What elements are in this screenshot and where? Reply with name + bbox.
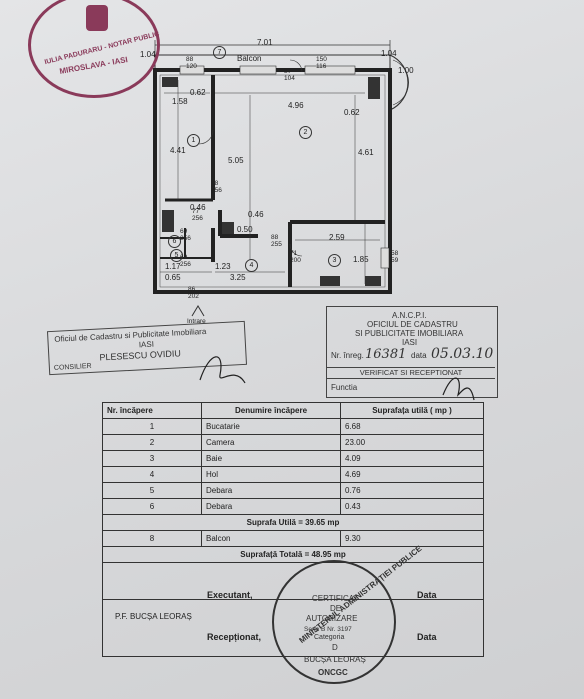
dim-71-200: 71 200	[290, 250, 301, 264]
dim-050: 0.50	[237, 225, 253, 234]
table-header: Nr. încăpere Denumire încăpere Suprafața…	[102, 402, 484, 419]
dim-505: 5.05	[228, 156, 244, 165]
room-2-number: 2	[299, 126, 312, 139]
dim-69-256a: 69 256	[180, 228, 191, 242]
dim-window-2: 150 116	[316, 56, 327, 70]
cadastru-line2: IASI	[138, 339, 155, 350]
ancpi-inreg-label: Nr. înreg.	[331, 351, 364, 360]
receptionat-data-label: Data	[417, 632, 437, 642]
dim-496: 4.96	[288, 101, 304, 110]
dim-86-202: 86 202	[188, 286, 199, 300]
balcony-number: 7	[213, 46, 226, 59]
dim-065: 0.65	[165, 273, 181, 282]
cadastru-line1: Oficiul de Cadastru si Publicitate Imobi…	[54, 326, 207, 344]
table-row: 6 Debara 0.43	[102, 498, 484, 515]
balcony-label: Balcon	[237, 54, 262, 63]
authorization-c3: AUTORIZARE	[306, 614, 358, 623]
floor-plan	[153, 40, 409, 317]
executant-label: Executant,	[207, 590, 253, 600]
executant-name: P.F. BUCȘA LEORAȘ	[115, 612, 192, 621]
authorization-c5: Categoria	[314, 634, 345, 641]
table-sum-utila: Suprafa Utilă = 39.65 mp	[102, 514, 484, 531]
header-name: Denumire încăpere	[201, 402, 341, 419]
dim-259: 2.59	[329, 233, 345, 242]
header-nr: Nr. încăpere	[102, 402, 202, 419]
dim-185: 1.85	[353, 255, 369, 264]
ancpi-inreg-value: 16381	[365, 347, 407, 362]
authorization-bottom: ONCGC	[318, 668, 348, 677]
ancpi-line3: SI PUBLICITATE IMOBILIARA	[355, 329, 464, 338]
ancpi-line4: IASI	[402, 338, 418, 347]
authorization-c2: DE	[330, 604, 342, 613]
dim-top-right: 1.04	[381, 49, 397, 58]
room-1-number: 1	[187, 134, 200, 147]
dim-046b: 0.46	[248, 210, 264, 219]
dim-062b: 0.62	[344, 108, 360, 117]
ancpi-line2: OFICIUL DE CADASTRU	[367, 320, 458, 329]
table-row: 1 Bucatarie 6.68	[102, 418, 484, 435]
dim-441: 4.41	[170, 146, 186, 155]
dim-325: 3.25	[230, 273, 246, 282]
ancpi-line1: A.N.C.P.I.	[392, 311, 427, 320]
ancpi-stamp: A.N.C.P.I. OFICIUL DE CADASTRU SI PUBLIC…	[326, 306, 498, 398]
dim-69-256b: 69 256	[180, 254, 191, 268]
entrance-label: Intrare	[187, 318, 206, 325]
room-6-number: 6	[168, 235, 181, 248]
dim-78-256: 78 256	[211, 180, 222, 194]
executant-data-label: Data	[417, 590, 437, 600]
signature-icon	[199, 356, 246, 384]
dim-461: 4.61	[358, 148, 374, 157]
ancpi-data-value: 05.03.10	[431, 346, 494, 362]
dim-158: 1.58	[172, 97, 188, 106]
dim-88-255: 88 255	[271, 234, 282, 248]
table-row: 5 Debara 0.76	[102, 482, 484, 499]
signature-icon	[442, 377, 475, 401]
authorization-c6: D	[332, 643, 338, 652]
dim-window-1: 88 120	[186, 56, 197, 70]
ancpi-verificat: VERIFICAT SI RECEPTIONAT	[327, 367, 495, 379]
dim-window-3: 87 104	[284, 68, 295, 82]
dim-123: 1.23	[215, 262, 231, 271]
authorization-c7: BUCȘA LEORAȘ	[304, 655, 366, 664]
table-row: 3 Baie 4.09	[102, 450, 484, 467]
table-row: 4 Hol 4.69	[102, 466, 484, 483]
ancpi-functia: Functia	[331, 383, 358, 392]
dim-062a: 0.62	[190, 88, 206, 97]
authorization-stamp: MINISTERUL ADMINISTRAȚIEI PUBLICE CERTIF…	[272, 544, 423, 684]
coat-of-arms-icon	[86, 5, 108, 31]
notary-stamp: IULIA PADURARU - NOTAR PUBLIC MIROSLAVA …	[28, 0, 160, 98]
table-row: 2 Camera 23.00	[102, 434, 484, 451]
dim-117: 1.17	[165, 262, 181, 271]
table-sum-totala: Suprafață Totală = 48.95 mp	[102, 546, 484, 563]
cadastru-line4: CONSILIER	[53, 362, 92, 372]
dim-balcony-right: 1.00	[398, 66, 414, 75]
dim-58-59: 58 59	[391, 250, 399, 264]
authorization-c4: Seria B Nr. 3197	[304, 626, 352, 633]
room-5-number: 5	[170, 249, 183, 262]
cadastru-line3: PLESESCU OVIDIU	[99, 348, 182, 363]
receptionat-label: Recepționat,	[207, 632, 262, 642]
room-3-number: 3	[328, 254, 341, 267]
dim-top-width: 7.01	[257, 38, 273, 47]
ancpi-data-label: data	[411, 351, 427, 360]
table-row-balcon: 8 Balcon 9.30	[102, 530, 484, 547]
room-4-number: 4	[245, 259, 258, 272]
dim-77-256: 77 256	[192, 208, 203, 222]
dim-046a: 0.46	[190, 203, 206, 212]
authorization-c1: CERTIFICAT	[312, 594, 359, 603]
